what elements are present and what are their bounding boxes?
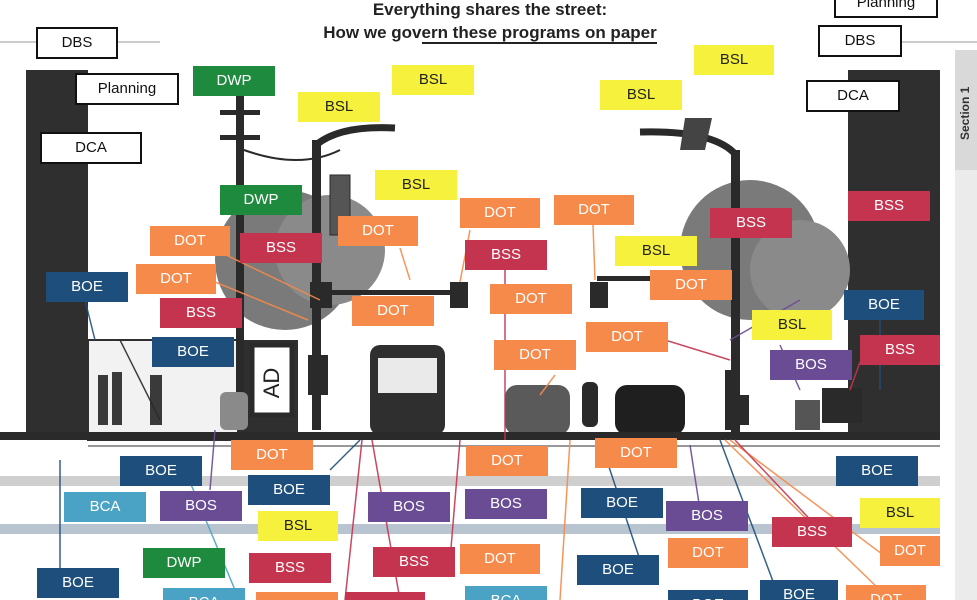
agency-label-dca: DCA bbox=[40, 132, 142, 164]
agency-label-bsl: BSL bbox=[298, 92, 380, 122]
agency-label-boe: BOE bbox=[836, 456, 918, 486]
agency-label-boe: BOE bbox=[248, 475, 330, 505]
agency-label-dca: DCA bbox=[806, 80, 900, 112]
agency-label-bsl: BSL bbox=[600, 80, 682, 110]
agency-label-bca: BCA bbox=[163, 588, 245, 600]
agency-label-dot: DOT bbox=[490, 284, 572, 314]
agency-label-boe: BOE bbox=[668, 590, 748, 600]
car-gray bbox=[505, 385, 570, 435]
agency-label-dot: DOT bbox=[352, 296, 434, 326]
agency-label-bsl: BSL bbox=[392, 65, 474, 95]
agency-label-dot: DOT bbox=[880, 536, 940, 566]
agency-label-bca: BCA bbox=[465, 586, 547, 600]
left-building bbox=[26, 70, 88, 440]
pedestrian-hydrant bbox=[582, 382, 598, 427]
diagram-title-line1: Everything shares the street: bbox=[372, 0, 608, 19]
agency-label-dbs: DBS bbox=[36, 27, 118, 59]
agency-label-dot: DOT bbox=[586, 322, 668, 352]
agency-label-dot: DOT bbox=[256, 592, 338, 600]
agency-label-bos: BOS bbox=[368, 492, 450, 522]
agency-label-dot: DOT bbox=[595, 438, 677, 468]
agency-label-dot: DOT bbox=[136, 264, 216, 294]
section-side-strip bbox=[955, 170, 977, 600]
agency-label-dot: DOT bbox=[846, 585, 926, 600]
section-tab-label: Section 1 bbox=[958, 86, 972, 140]
agency-label-bos: BOS bbox=[160, 491, 242, 521]
agency-label-bos: BOS bbox=[465, 489, 547, 519]
agency-label-dot: DOT bbox=[650, 270, 732, 300]
street-light-right bbox=[731, 150, 740, 440]
title-line2-prefix: How we gov bbox=[323, 23, 422, 42]
agency-label-bsl: BSL bbox=[258, 511, 338, 541]
agency-label-bss: BSS bbox=[160, 298, 242, 328]
agency-label-dot: DOT bbox=[466, 446, 548, 476]
agency-label-boe: BOE bbox=[577, 555, 659, 585]
car-black bbox=[615, 385, 685, 435]
agency-label-dot: DOT bbox=[460, 544, 540, 574]
agency-label-dwp: DWP bbox=[220, 185, 302, 215]
agency-label-dot: DOT bbox=[150, 226, 230, 256]
agency-label-dot: DOT bbox=[460, 198, 540, 228]
agency-label-bss: BSS bbox=[465, 240, 547, 270]
agency-label-bsl: BSL bbox=[615, 236, 697, 266]
agency-label-dot: DOT bbox=[494, 340, 576, 370]
agency-label-planning: Planning bbox=[834, 0, 938, 18]
agency-label-boe: BOE bbox=[37, 568, 119, 598]
right-building bbox=[848, 70, 940, 440]
agency-label-bsl: BSL bbox=[375, 170, 457, 200]
agency-label-bos: BOS bbox=[770, 350, 852, 380]
agency-label-dbs: DBS bbox=[818, 25, 902, 57]
agency-label-bsl: BSL bbox=[694, 45, 774, 75]
agency-label-dot: DOT bbox=[231, 440, 313, 470]
agency-label-bss: BSS bbox=[373, 547, 455, 577]
agency-label-bss: BSS bbox=[710, 208, 792, 238]
ad-kiosk-text: AD bbox=[259, 367, 284, 399]
agency-label-bos: BOS bbox=[666, 501, 748, 531]
agency-label-boe: BOE bbox=[46, 272, 128, 302]
agency-label-planning: Planning bbox=[75, 73, 179, 105]
agency-label-boe: BOE bbox=[760, 580, 838, 600]
agency-label-dwp: DWP bbox=[143, 548, 225, 578]
diagram-title-line2: How we govern these programs on paper bbox=[250, 23, 730, 44]
agency-label-bss: BSS bbox=[860, 335, 940, 365]
agency-label-boe: BOE bbox=[581, 488, 663, 518]
agency-label-bss: BSS bbox=[249, 553, 331, 583]
agency-label-boe: BOE bbox=[152, 337, 234, 367]
agency-label-dot: DOT bbox=[338, 216, 418, 246]
title-line2-underlined: ern these programs on paper bbox=[421, 23, 657, 44]
agency-label-boe: BOE bbox=[120, 456, 202, 486]
agency-label-dwp: DWP bbox=[193, 66, 275, 96]
agency-label-bss: BSS bbox=[240, 233, 322, 263]
agency-label-bsl: BSL bbox=[860, 498, 940, 528]
agency-label-boe: BOE bbox=[844, 290, 924, 320]
agency-label-bsl: BSL bbox=[752, 310, 832, 340]
sidewalk-utility-band bbox=[0, 476, 940, 486]
agency-label-bca: BCA bbox=[64, 492, 146, 522]
agency-label-bss: BSS bbox=[848, 191, 930, 221]
agency-label-bss: BSS bbox=[772, 517, 852, 547]
street-curb bbox=[0, 432, 940, 440]
agency-label-bss: BSS bbox=[345, 592, 425, 600]
section-tab[interactable]: Section 1 bbox=[955, 50, 977, 170]
agency-label-dot: DOT bbox=[668, 538, 748, 568]
agency-label-dot: DOT bbox=[554, 195, 634, 225]
